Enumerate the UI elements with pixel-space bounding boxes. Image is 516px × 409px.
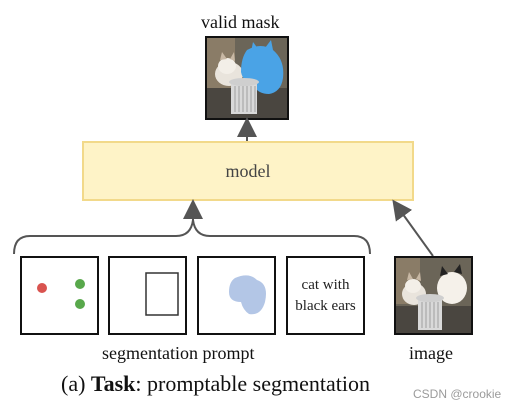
valid-mask-image xyxy=(205,36,289,120)
model-label: model xyxy=(225,161,271,181)
figure-caption: (a) Task: promptable segmentation xyxy=(61,371,370,397)
point-green xyxy=(75,279,85,289)
input-image-illustration xyxy=(396,258,471,333)
caption-suffix: : promptable segmentation xyxy=(135,371,370,396)
valid-mask-illustration xyxy=(207,38,287,118)
caption-prefix: (a) xyxy=(61,371,91,396)
prompt-text-box: cat with black ears xyxy=(286,256,365,335)
point-red xyxy=(37,283,47,293)
input-image xyxy=(394,256,473,335)
arrow-image-to-model xyxy=(392,199,434,257)
points-illustration xyxy=(37,279,85,309)
box-illustration xyxy=(145,272,179,316)
prompt-brace xyxy=(13,219,371,255)
prompt-box-box xyxy=(108,256,187,335)
point-green xyxy=(75,299,85,309)
image-label: image xyxy=(409,343,453,363)
prompt-mask-box xyxy=(197,256,276,335)
prompt-text: cat with black ears xyxy=(295,277,356,314)
valid-mask-label: valid mask xyxy=(201,12,280,32)
model-box: model xyxy=(82,141,414,201)
segmentation-prompt-label: segmentation prompt xyxy=(102,343,255,363)
caption-bold: Task xyxy=(90,371,136,396)
prompt-points-box xyxy=(20,256,99,335)
mask-illustration xyxy=(229,275,266,315)
watermark: CSDN @crookie xyxy=(413,387,502,401)
